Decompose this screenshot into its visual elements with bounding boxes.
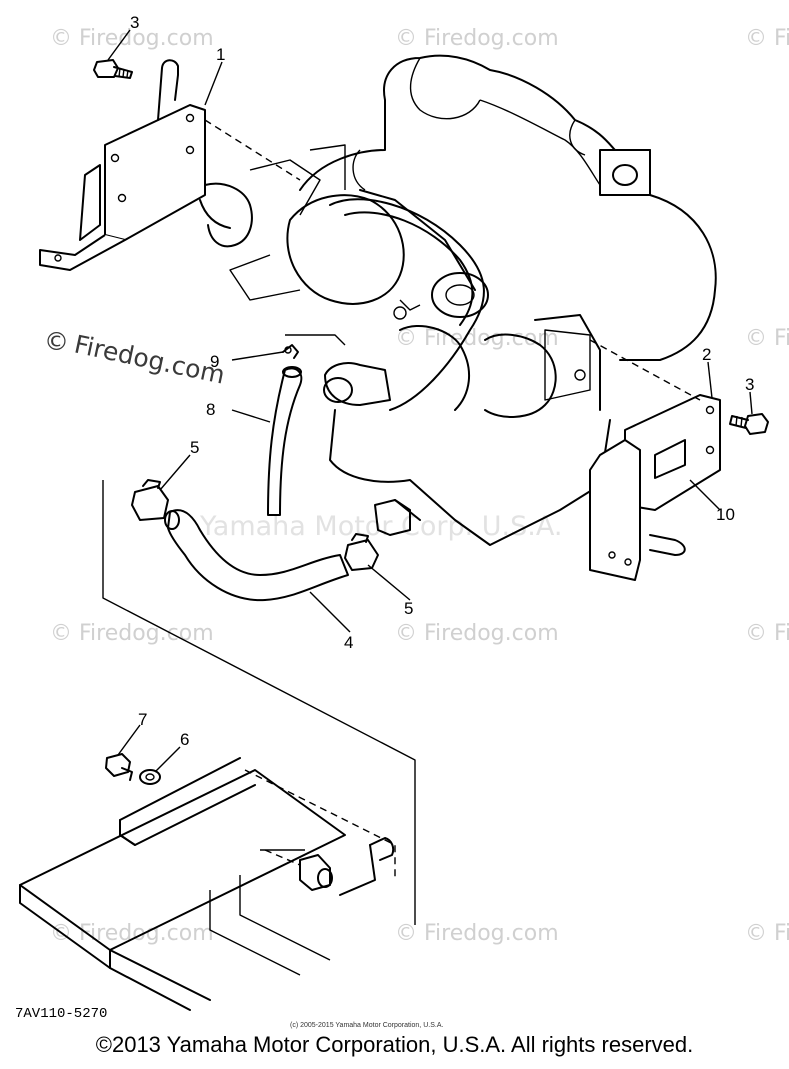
leader-lines <box>107 29 753 773</box>
watermark: © Firedog.com <box>745 326 789 351</box>
watermark: © Firedog.com <box>50 26 214 51</box>
callout-2: 2 <box>702 345 711 364</box>
callout-1: 1 <box>216 45 225 64</box>
bolt-7 <box>105 753 133 781</box>
watermark-text: Firedog.com <box>72 330 228 390</box>
callout-7: 7 <box>138 710 147 729</box>
watermark-grid: © Firedog.com © Firedog.com © Firedog.co… <box>50 26 789 946</box>
callout-6: 6 <box>180 730 189 749</box>
washer-6 <box>139 769 161 785</box>
watermark: © Firedog.com <box>395 326 559 351</box>
watermark-prominent: © Firedog.com <box>44 327 227 390</box>
watermark: © Firedog.com <box>395 621 559 646</box>
engine-assembly <box>199 54 717 546</box>
frame-assembly <box>19 757 396 1011</box>
watermark-center: Yamaha Motor Corp. U.S.A. <box>199 511 562 542</box>
watermark: © Firedog.com <box>745 26 789 51</box>
callout-10: 10 <box>716 505 735 524</box>
callout-5: 5 <box>190 438 199 457</box>
callout-4: 4 <box>344 633 353 652</box>
diagram-code: 7AV110-5270 <box>15 1006 107 1022</box>
copyright-symbol: © <box>44 327 69 356</box>
callout-5: 5 <box>404 599 413 618</box>
hose-8 <box>267 366 303 516</box>
small-copyright: (c) 2005-2015 Yamaha Motor Corporation, … <box>290 1022 443 1029</box>
bolt-3-left <box>93 59 133 79</box>
clamp-5-right <box>344 533 379 571</box>
watermark: © Firedog.com <box>745 921 789 946</box>
callout-8: 8 <box>206 400 215 419</box>
watermark: © Firedog.com <box>395 26 559 51</box>
clamp-5-left <box>131 479 169 521</box>
callout-9: 9 <box>210 352 219 371</box>
bracket-2 <box>589 339 721 581</box>
reference-plane <box>102 480 416 925</box>
hose-4 <box>164 509 349 602</box>
bolt-3-right <box>729 413 769 435</box>
callout-labels: 1 2 3 3 4 5 5 6 7 8 9 10 <box>130 13 754 749</box>
clip-9 <box>282 344 299 359</box>
callout-3: 3 <box>745 375 754 394</box>
footer-copyright: ©2013 Yamaha Motor Corporation, U.S.A. A… <box>95 1032 694 1057</box>
bracket-1 <box>39 59 301 271</box>
callout-3: 3 <box>130 13 139 32</box>
watermark: © Firedog.com <box>395 921 559 946</box>
watermark: © Firedog.com <box>745 621 789 646</box>
